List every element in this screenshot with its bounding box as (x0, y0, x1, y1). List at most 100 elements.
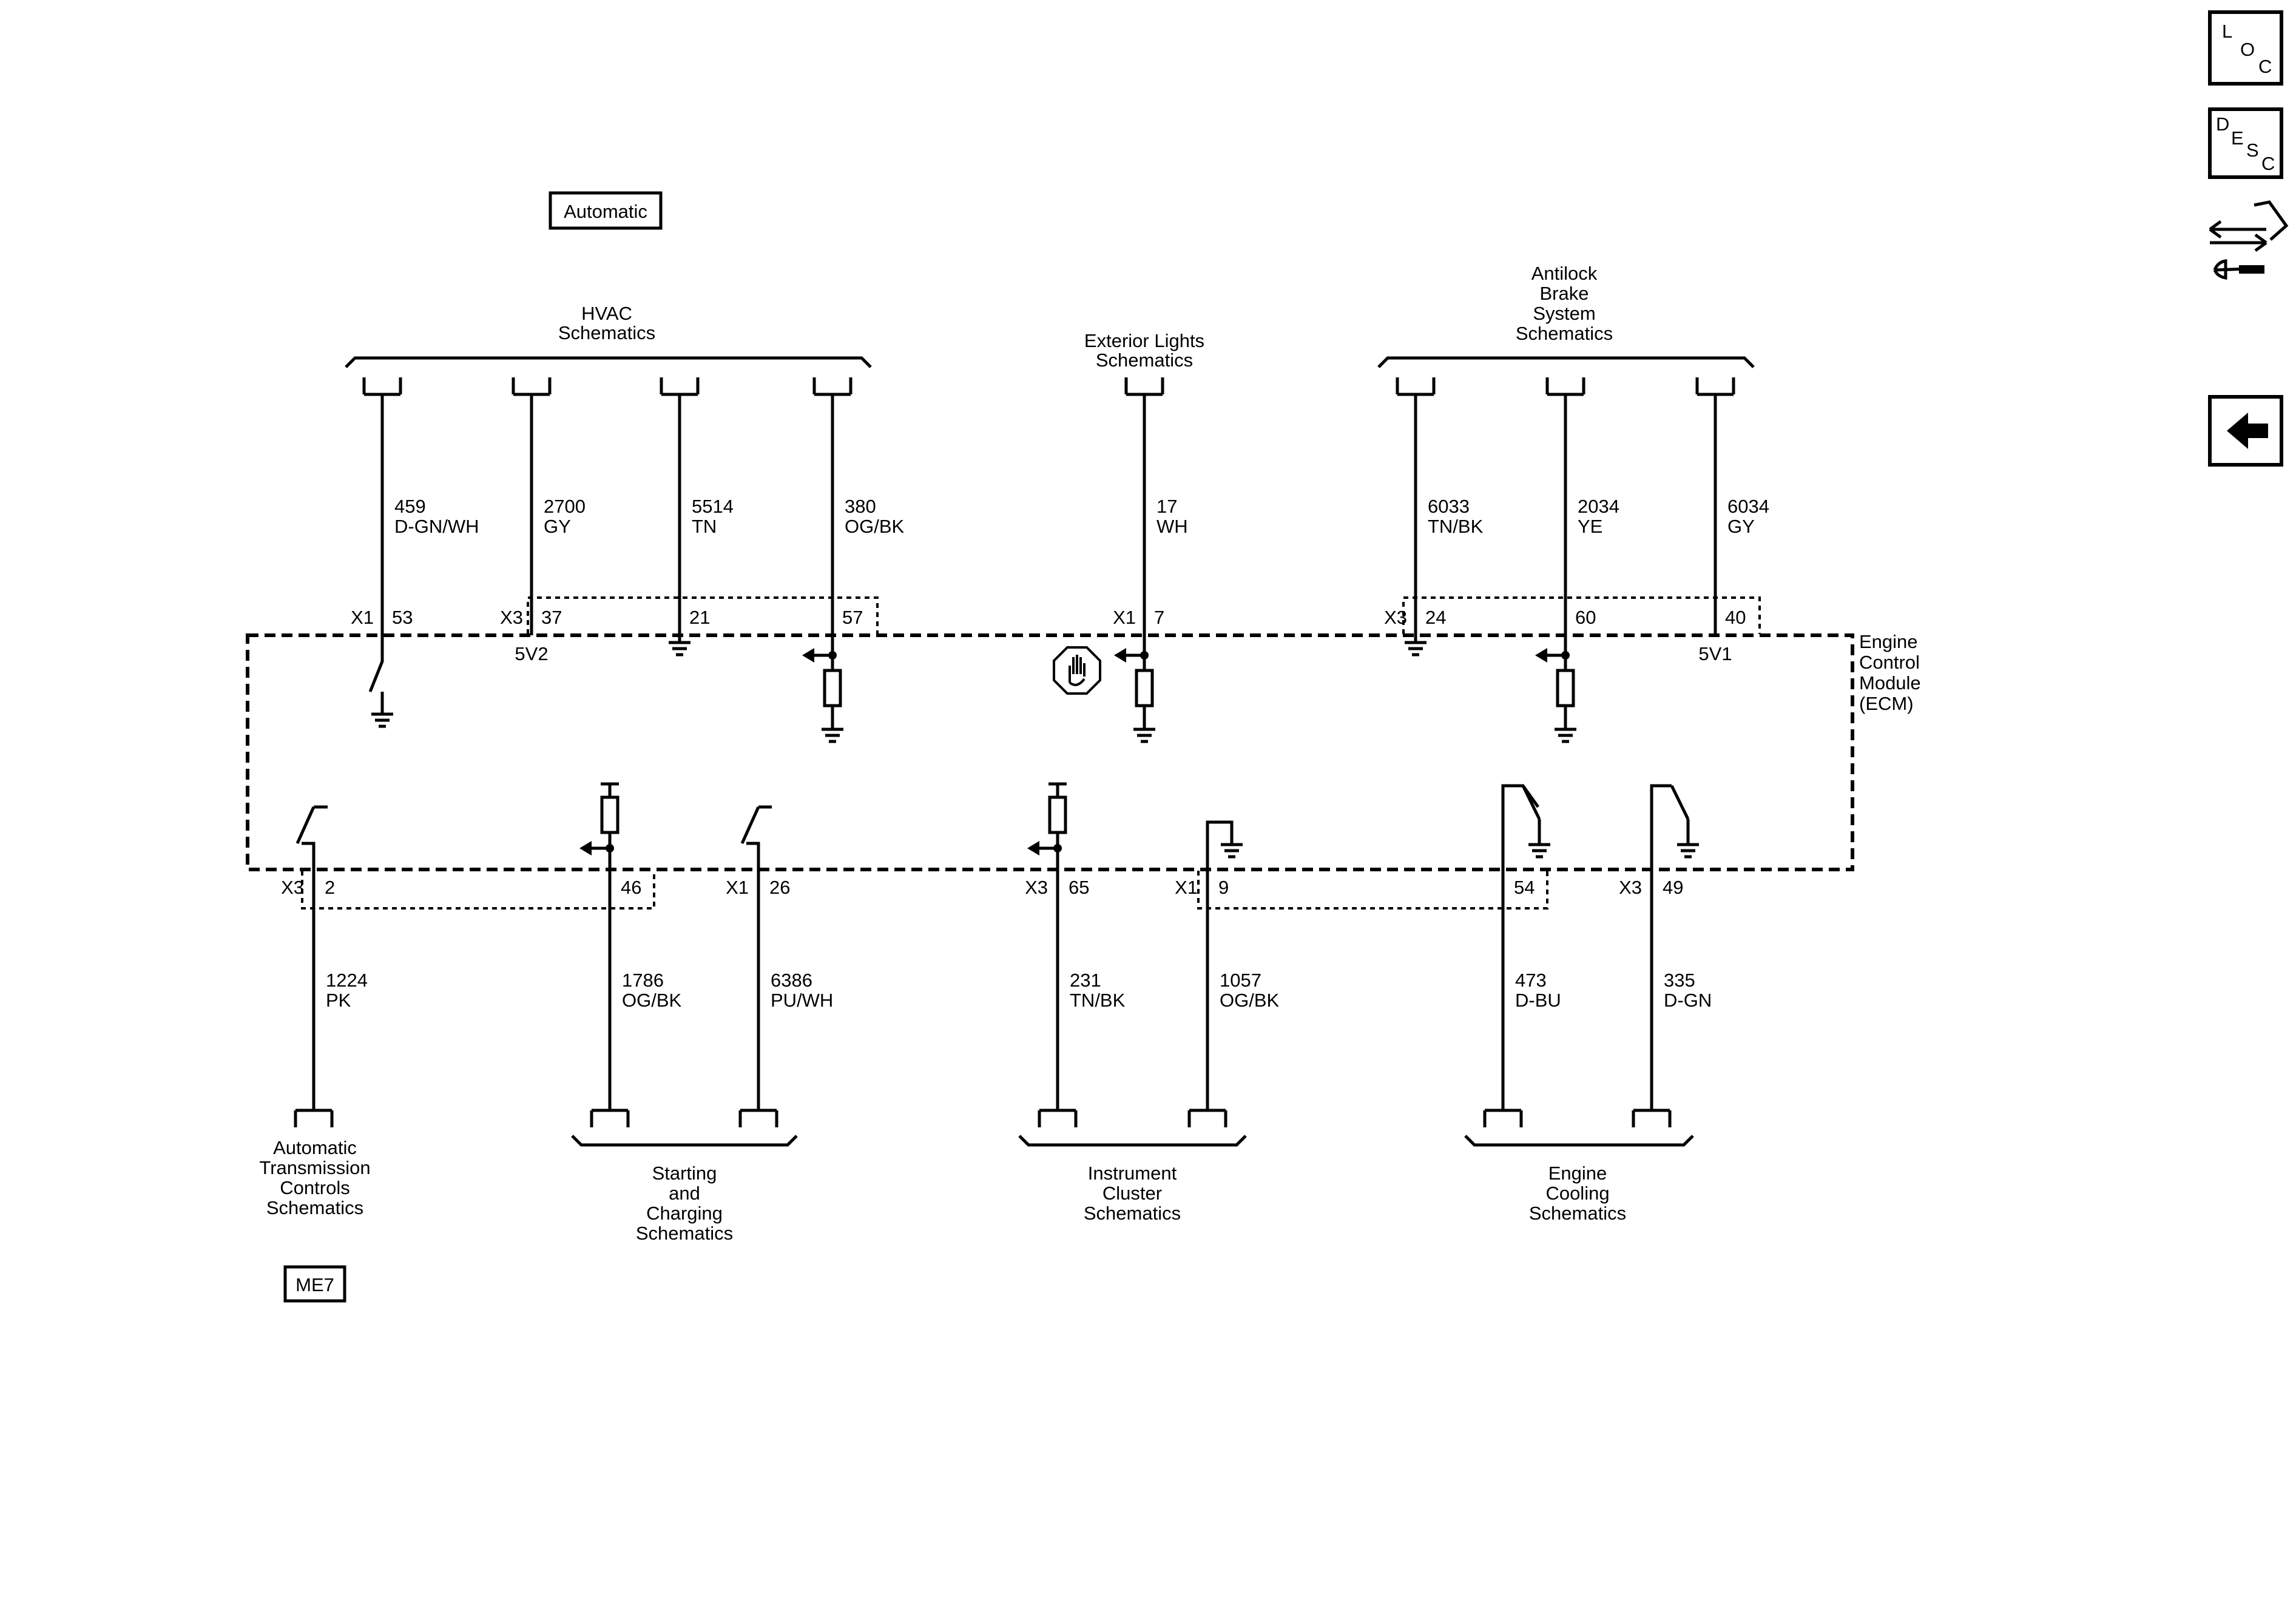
svg-text:Cooling: Cooling (1545, 1183, 1609, 1204)
engine-cooling-schematics-label: Engine Cooling Schematics (1529, 1163, 1626, 1224)
wire-color: OG/BK (845, 516, 905, 537)
circuit-number: 6033 (1428, 496, 1470, 517)
svg-text:(ECM): (ECM) (1859, 693, 1914, 714)
svg-text:Controls: Controls (280, 1177, 349, 1198)
pin-number: 24 (1425, 607, 1446, 628)
circuit-number: 5514 (692, 496, 734, 517)
pin-number: 57 (842, 607, 863, 628)
wire-color: D-BU (1515, 990, 1561, 1011)
wire-color: GY (1727, 516, 1755, 537)
me7-label: ME7 (295, 1274, 334, 1295)
svg-text:Cluster: Cluster (1102, 1183, 1162, 1204)
pin-number: 60 (1575, 607, 1596, 628)
connector-x3-top-right (1402, 596, 1761, 634)
transmission-schematics-label: Automatic Transmission Controls Schemati… (259, 1137, 370, 1218)
svg-text:Engine: Engine (1859, 631, 1918, 652)
pin-number: 46 (621, 877, 641, 898)
wire-color: TN (692, 516, 717, 537)
svg-text:Control: Control (1859, 652, 1920, 673)
pin-number: 9 (1218, 877, 1229, 898)
back-arrow-icon (2227, 413, 2268, 449)
wire-color: PK (326, 990, 351, 1011)
connector-id: X1 (351, 607, 374, 628)
exterior-lights-schematics-label: Exterior Lights Schematics (1084, 330, 1204, 371)
circuit-number: 231 (1070, 970, 1101, 991)
pin-number: 26 (769, 877, 790, 898)
svg-text:Brake: Brake (1540, 283, 1589, 304)
connector-id: X1 (1113, 607, 1136, 628)
circuit-number: 473 (1515, 970, 1547, 991)
svg-text:Exterior Lights: Exterior Lights (1084, 330, 1204, 351)
circuit-number: 335 (1664, 970, 1695, 991)
circuit-number: 1057 (1220, 970, 1261, 991)
desc-button[interactable]: D E S C (2208, 107, 2283, 179)
connector-id: X3 (281, 877, 304, 898)
loc-button[interactable]: L O C (2208, 10, 2283, 86)
instrument-brace (1018, 1135, 1247, 1147)
ecm-label: Engine Control Module (ECM) (1859, 631, 1921, 714)
pin-number: 53 (392, 607, 413, 628)
svg-text:E: E (2231, 127, 2244, 149)
back-button[interactable] (2208, 395, 2283, 467)
hvac-schematics-label: HVAC Schematics (558, 303, 655, 343)
svg-text:Starting: Starting (652, 1163, 717, 1184)
svg-text:Transmission: Transmission (259, 1157, 370, 1178)
svg-text:C: C (2261, 153, 2275, 174)
ecm-boundary (246, 633, 1854, 871)
circuit-number: 17 (1156, 496, 1177, 517)
connector-tool-icon[interactable] (2209, 200, 2289, 280)
svg-text:and: and (669, 1183, 700, 1204)
wire-color: D-GN/WH (394, 516, 479, 537)
svg-text:HVAC: HVAC (581, 303, 632, 324)
svg-text:Module: Module (1859, 672, 1921, 694)
automatic-label: Automatic (564, 201, 647, 222)
svg-text:System: System (1533, 303, 1595, 324)
svg-text:Engine: Engine (1548, 1163, 1607, 1184)
connector-x1-bottom-right (1197, 871, 1548, 910)
connector-id: X1 (726, 877, 749, 898)
pin-number: 37 (541, 607, 562, 628)
wire-color: YE (1578, 516, 1602, 537)
svg-text:Instrument: Instrument (1088, 1163, 1177, 1184)
circuit-number: 6386 (771, 970, 812, 991)
circuit-number: 380 (845, 496, 876, 517)
pin-number: 54 (1514, 877, 1535, 898)
pin-number: 49 (1663, 877, 1683, 898)
wire-color: OG/BK (622, 990, 682, 1011)
wire-color: PU/WH (771, 990, 833, 1011)
connector-id: X1 (1175, 877, 1198, 898)
svg-text:Schematics: Schematics (1096, 349, 1193, 371)
abs-brace (1377, 356, 1755, 368)
circuit-number: 1224 (326, 970, 368, 991)
me7-option-box: ME7 (283, 1265, 346, 1303)
svg-text:D: D (2216, 113, 2229, 135)
hvac-brace (345, 356, 872, 368)
pin-number: 65 (1069, 877, 1089, 898)
ecm-internal-top (368, 635, 1576, 741)
wire-color: TN/BK (1428, 516, 1484, 537)
starting-charging-schematics-label: Starting and Charging Schematics (636, 1163, 733, 1244)
circuit-number: 2034 (1578, 496, 1619, 517)
pin-number: 2 (325, 877, 335, 898)
svg-text:Schematics: Schematics (266, 1197, 363, 1218)
svg-text:Antilock: Antilock (1531, 263, 1598, 284)
pin-number: 7 (1154, 607, 1164, 628)
esd-caution-icon (1053, 646, 1101, 695)
svg-text:Charging: Charging (646, 1203, 723, 1224)
svg-text:Automatic: Automatic (273, 1137, 357, 1158)
wire-color: WH (1156, 516, 1188, 537)
